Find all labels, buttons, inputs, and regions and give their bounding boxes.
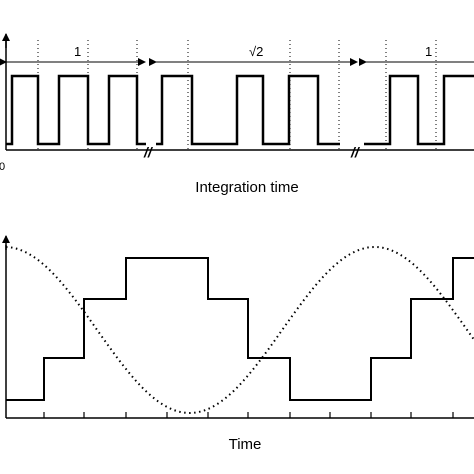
top-xlabel: Integration time [195,179,298,196]
span-label-3: 1 [425,44,432,59]
bottom-x-ticks [43,412,454,418]
top-panel: 0 1 √2 1 // // Integration time [0,33,474,196]
staircase-signal [6,257,474,401]
break-mark-2: // [350,144,361,160]
origin-label: 0 [0,161,5,173]
break-mark-1: // [143,144,154,160]
pulse-train [6,74,474,146]
span-label-1: 1 [74,44,81,59]
bottom-panel: Time [2,235,474,453]
bottom-xlabel: Time [229,436,262,453]
sine-curve [5,246,474,414]
span-label-2: √2 [249,44,263,59]
bottom-frame [5,245,474,419]
